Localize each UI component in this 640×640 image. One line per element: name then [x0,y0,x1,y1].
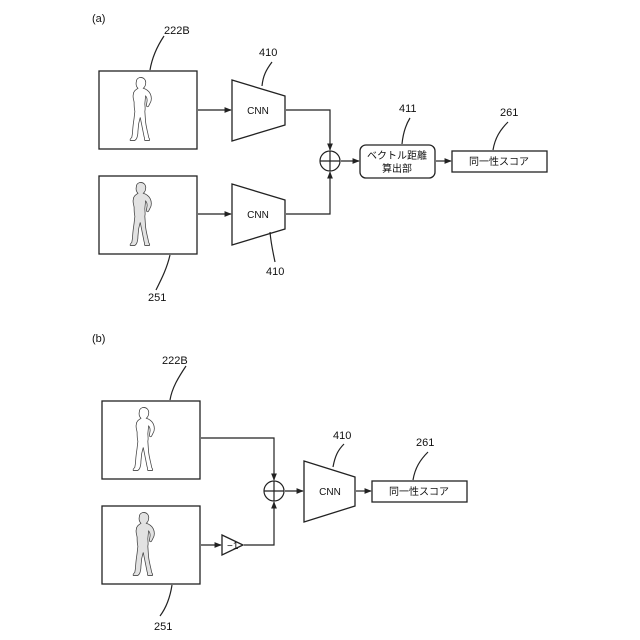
ref-cnn-top: 410 [259,47,277,59]
ref-cnn: 410 [333,430,351,442]
arrow [201,438,274,480]
leader-line [413,452,428,480]
ref-image-bottom: 251 [154,621,172,633]
panel-b-label: (b) [92,333,105,345]
arrow [286,110,330,150]
cnn-label: CNN [319,487,341,498]
cnn-label: CNN [247,106,269,117]
arrow [244,502,274,545]
leader-line [160,585,172,616]
leader-line [402,118,410,144]
leader-line [333,444,344,467]
ref-score: 261 [500,107,518,119]
cnn-label: CNN [247,210,269,221]
identity-score-label: 同一性スコア [389,485,449,498]
ref-image-bottom: 251 [148,292,166,304]
leader-line [156,255,170,290]
panel-a-label: (a) [92,13,105,25]
panel-b: (b) 222B 251 −1 CNN 410 同一性スコア 26 [92,333,467,633]
leader-line [270,232,275,262]
ref-image-top: 222B [162,355,188,367]
inverter-label: −1 [227,541,239,552]
distance-line2: 算出部 [382,162,412,175]
leader-line [170,366,186,400]
ref-score: 261 [416,437,434,449]
ref-distance: 411 [399,103,417,115]
identity-score-label: 同一性スコア [469,155,529,168]
leader-line [262,62,272,86]
leader-line [150,36,164,70]
ref-image-top: 222B [164,25,190,37]
ref-cnn-bottom: 410 [266,266,284,278]
leader-line [493,122,508,150]
panel-a: (a) 222B 251 CNN 410 CNN 410 [92,13,547,304]
arrow [286,172,330,214]
distance-line1: ベクトル距離 [367,149,427,162]
